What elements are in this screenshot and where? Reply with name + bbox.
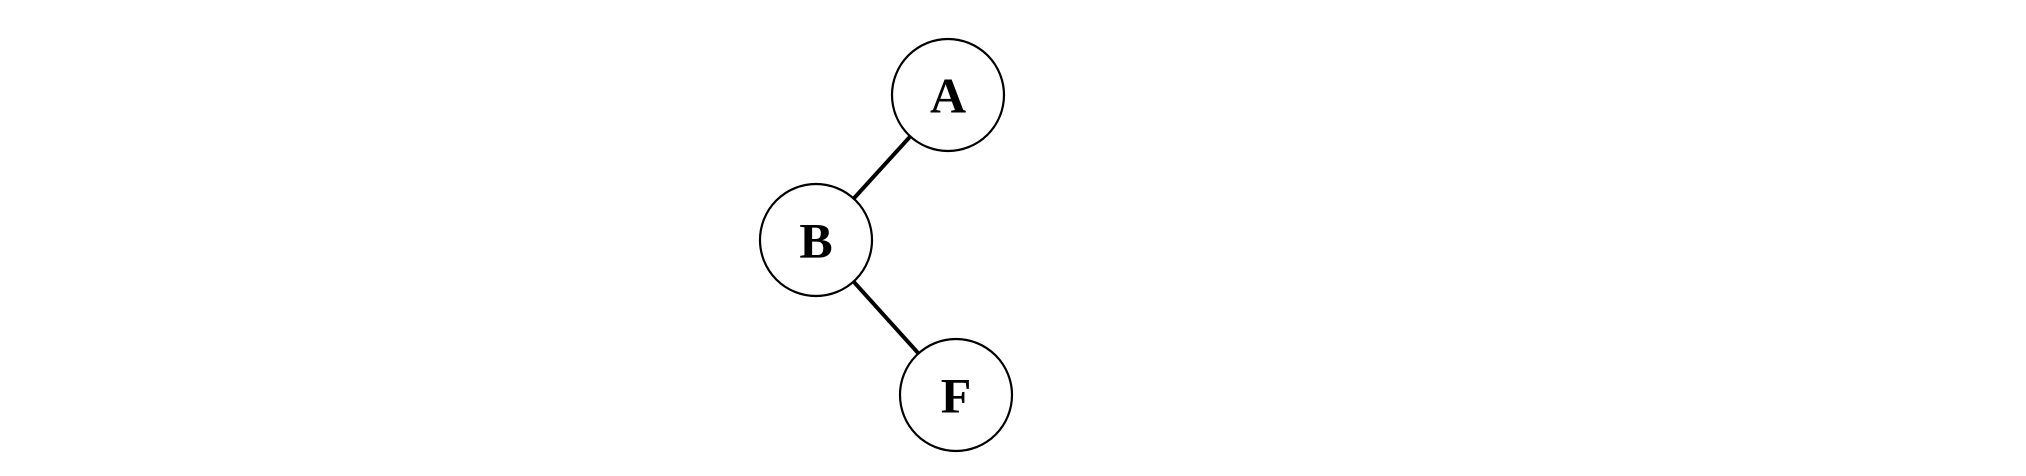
nodes-layer: A B F	[758, 37, 1014, 453]
node-F	[898, 337, 1014, 453]
node-B	[758, 182, 874, 298]
node-label-F: F	[941, 368, 972, 424]
node-A	[890, 37, 1006, 153]
node-label-A: A	[930, 68, 966, 124]
node-label-B: B	[799, 213, 832, 269]
